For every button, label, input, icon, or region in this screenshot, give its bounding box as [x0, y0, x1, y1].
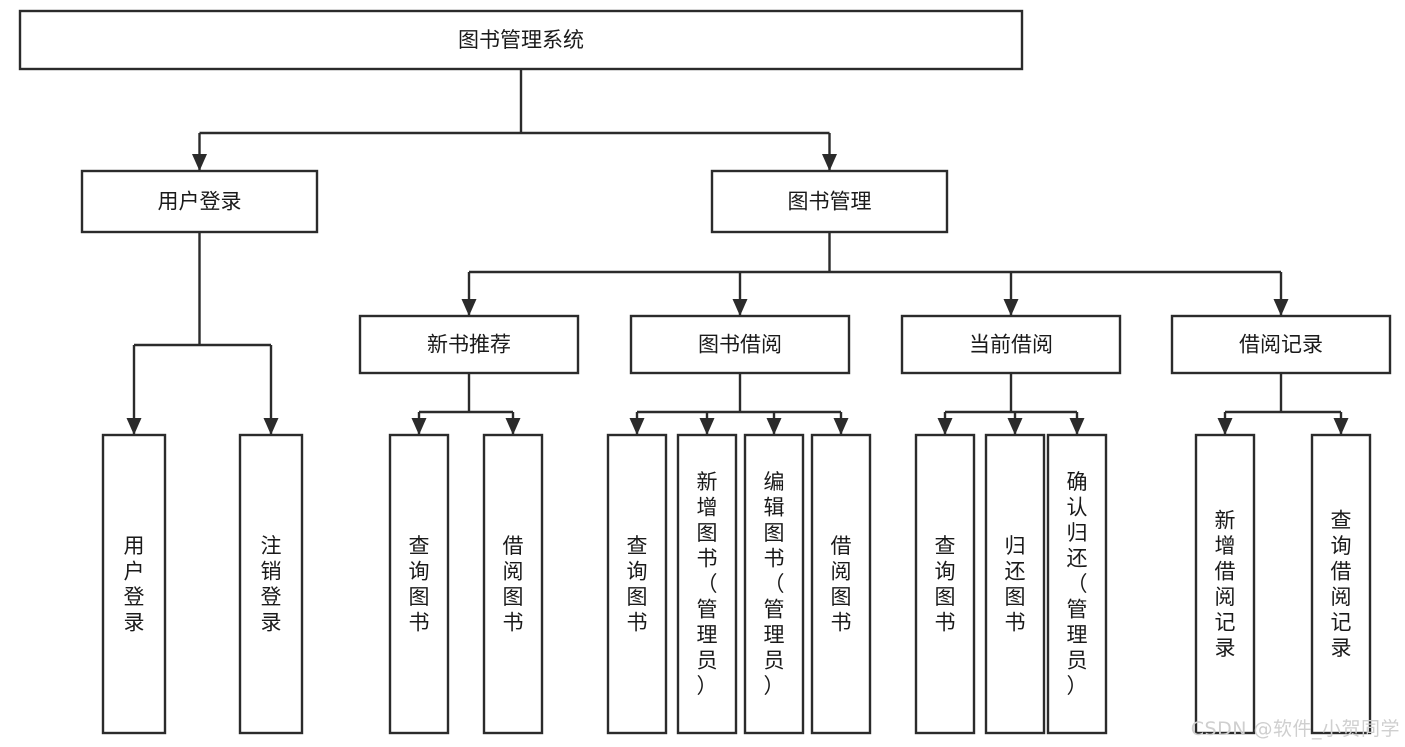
arrow-head-icon-leaf-borrow-book-2 — [833, 418, 849, 435]
node-label-new-book-rec: 新书推荐 — [427, 333, 511, 357]
arrow-head-icon-leaf-confirm-return — [1069, 418, 1085, 435]
arrow-head-icon-leaf-query-record — [1333, 418, 1349, 435]
node-box-leaf-query-record — [1310, 433, 1372, 735]
node-label-leaf-confirm-return: 确认归还（管理员） — [1067, 470, 1088, 698]
node-box-root — [18, 9, 1024, 71]
node-leaf-confirm-return[interactable]: 确认归还（管理员） — [1046, 433, 1108, 735]
node-label-leaf-add-book: 新增图书（管理员） — [697, 470, 718, 698]
node-label-current-borrow: 当前借阅 — [969, 333, 1053, 357]
arrow-head-icon-leaf-query-book-3 — [937, 418, 953, 435]
node-box-leaf-add-record — [1194, 433, 1256, 735]
node-box-new-book-rec — [358, 314, 580, 375]
arrow-head-icon-leaf-edit-book — [766, 418, 782, 435]
node-label-book-borrow: 图书借阅 — [698, 333, 782, 357]
node-label-leaf-add-record: 新增借阅记录 — [1215, 508, 1236, 660]
arrow-head-icon-new-book-rec — [461, 299, 477, 316]
node-leaf-user-logout[interactable]: 注销登录 — [238, 433, 304, 735]
node-leaf-edit-book[interactable]: 编辑图书（管理员） — [743, 433, 805, 735]
node-box-leaf-query-book-1 — [388, 433, 450, 735]
node-box-leaf-return-book — [984, 433, 1046, 735]
node-label-leaf-query-book-3: 查询图书 — [935, 534, 956, 635]
node-box-leaf-confirm-return — [1046, 433, 1108, 735]
node-user-login[interactable]: 用户登录 — [80, 169, 319, 234]
arrow-head-icon-book-manage — [822, 154, 837, 171]
node-leaf-add-book[interactable]: 新增图书（管理员） — [676, 433, 738, 735]
node-box-leaf-borrow-book-2 — [810, 433, 872, 735]
arrow-head-icon-leaf-user-logout — [263, 418, 279, 435]
node-box-leaf-user-logout — [238, 433, 304, 735]
node-label-borrow-record: 借阅记录 — [1239, 333, 1323, 357]
node-leaf-add-record[interactable]: 新增借阅记录 — [1194, 433, 1256, 735]
node-box-book-manage — [710, 169, 949, 234]
node-box-leaf-user-login — [101, 433, 167, 735]
node-box-borrow-record — [1170, 314, 1392, 375]
arrow-head-icon-borrow-record — [1273, 299, 1289, 316]
node-leaf-query-book-3[interactable]: 查询图书 — [914, 433, 976, 735]
arrow-head-icon-book-borrow — [732, 299, 748, 316]
node-box-leaf-query-book-2 — [606, 433, 668, 735]
node-label-leaf-return-book: 归还图书 — [1005, 534, 1026, 635]
node-box-leaf-query-book-3 — [914, 433, 976, 735]
node-label-leaf-query-record: 查询借阅记录 — [1331, 508, 1352, 660]
node-box-user-login — [80, 169, 319, 234]
node-new-book-rec[interactable]: 新书推荐 — [358, 314, 580, 375]
node-book-borrow[interactable]: 图书借阅 — [629, 314, 851, 375]
node-label-leaf-borrow-book-1: 借阅图书 — [503, 534, 524, 635]
arrow-head-icon-leaf-user-login — [126, 418, 142, 435]
node-layer: 图书管理系统用户登录用户登录注销登录图书管理新书推荐查询图书借阅图书图书借阅查询… — [18, 9, 1392, 735]
node-current-borrow[interactable]: 当前借阅 — [900, 314, 1122, 375]
node-label-user-login: 用户登录 — [158, 190, 242, 214]
node-label-leaf-user-login: 用户登录 — [124, 534, 145, 635]
node-leaf-user-login[interactable]: 用户登录 — [101, 433, 167, 735]
node-book-manage[interactable]: 图书管理 — [710, 169, 949, 234]
node-box-book-borrow — [629, 314, 851, 375]
node-label-root: 图书管理系统 — [458, 28, 584, 52]
arrow-head-icon-user-login — [192, 154, 207, 171]
node-root[interactable]: 图书管理系统 — [18, 9, 1024, 71]
node-box-current-borrow — [900, 314, 1122, 375]
arrow-head-icon-leaf-query-book-1 — [411, 418, 427, 435]
node-label-book-manage: 图书管理 — [788, 190, 872, 214]
connector-layer — [126, 69, 1349, 435]
node-leaf-query-book-2[interactable]: 查询图书 — [606, 433, 668, 735]
arrow-head-icon-leaf-return-book — [1007, 418, 1023, 435]
node-leaf-query-book-1[interactable]: 查询图书 — [388, 433, 450, 735]
node-box-leaf-borrow-book-1 — [482, 433, 544, 735]
arrow-head-icon-leaf-add-book — [699, 418, 715, 435]
node-label-leaf-query-book-1: 查询图书 — [409, 534, 430, 635]
node-leaf-borrow-book-1[interactable]: 借阅图书 — [482, 433, 544, 735]
node-leaf-query-record[interactable]: 查询借阅记录 — [1310, 433, 1372, 735]
node-box-leaf-add-book — [676, 433, 738, 735]
arrow-head-icon-leaf-add-record — [1217, 418, 1233, 435]
node-label-leaf-edit-book: 编辑图书（管理员） — [764, 470, 785, 698]
node-label-leaf-user-logout: 注销登录 — [261, 534, 282, 635]
arrow-head-icon-leaf-borrow-book-1 — [505, 418, 521, 435]
node-label-leaf-borrow-book-2: 借阅图书 — [831, 534, 852, 635]
arrow-head-icon-current-borrow — [1003, 299, 1019, 316]
csdn-watermark: CSDN @软件_小贺同学 — [1190, 718, 1400, 740]
node-box-leaf-edit-book — [743, 433, 805, 735]
node-leaf-return-book[interactable]: 归还图书 — [984, 433, 1046, 735]
node-label-leaf-query-book-2: 查询图书 — [627, 534, 648, 635]
arrow-head-icon-leaf-query-book-2 — [629, 418, 645, 435]
node-leaf-borrow-book-2[interactable]: 借阅图书 — [810, 433, 872, 735]
node-borrow-record[interactable]: 借阅记录 — [1170, 314, 1392, 375]
